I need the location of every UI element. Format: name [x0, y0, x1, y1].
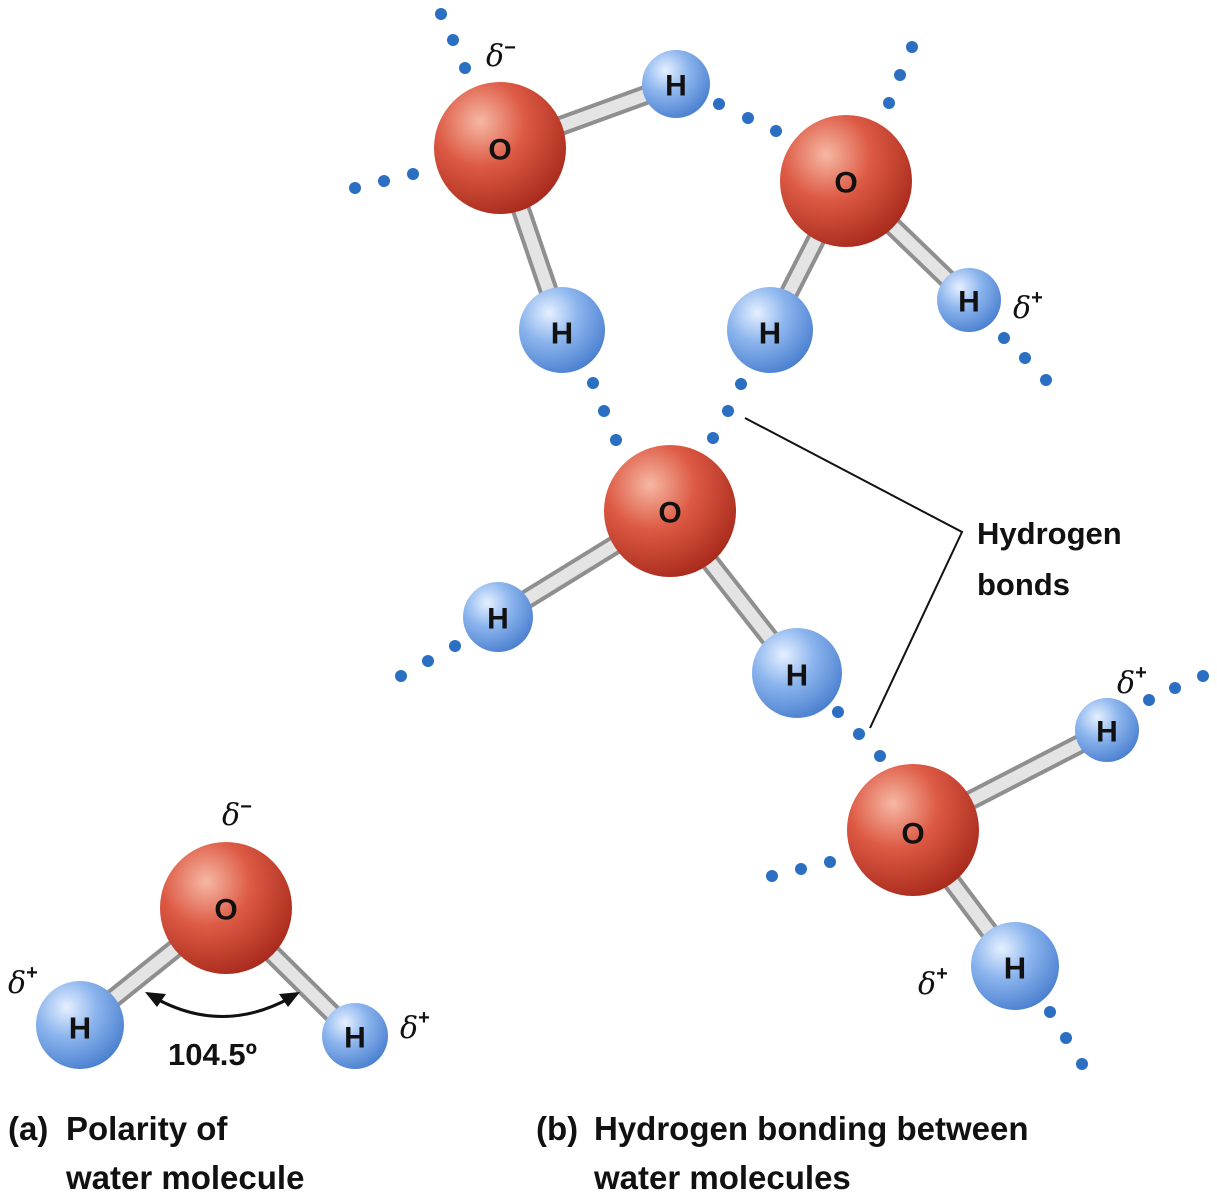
partial-positive-charge: δ+: [1117, 662, 1147, 701]
hydrogen-atom: [322, 1003, 388, 1069]
caption-a-line2: water molecule: [65, 1159, 304, 1196]
caption-a-tag: (a): [8, 1110, 48, 1147]
hydrogen-atom: [1075, 698, 1139, 762]
caption-a-line1: Polarity of: [66, 1110, 228, 1147]
oxygen-atom: [604, 445, 736, 577]
hydrogen-label: H: [958, 286, 980, 319]
hydrogen-atom: [727, 287, 813, 373]
hydrogen-bonds-label-line1: Hydrogen: [977, 516, 1122, 551]
partial-positive-charge: δ+: [8, 962, 38, 1001]
caption-b-line2: water molecules: [593, 1159, 851, 1196]
partial-positive-charge: δ+: [1013, 287, 1043, 326]
partial-positive-charge: δ+: [400, 1007, 430, 1046]
hydrogen-bonds-callout-lines: [744, 417, 964, 729]
oxygen-atom: [780, 115, 912, 247]
oxygen-label: O: [214, 894, 237, 927]
hydrogen-label: H: [69, 1011, 91, 1046]
caption-b: (b) Hydrogen bonding between water molec…: [536, 1110, 1029, 1196]
partial-positive-charge: δ+: [918, 963, 948, 1002]
oxygen-label: O: [834, 167, 857, 200]
hydrogen-label: H: [551, 316, 573, 351]
hydrogen-label: H: [759, 316, 781, 351]
oxygen-label: O: [658, 497, 681, 530]
hydrogen-atom: [519, 287, 605, 373]
oxygen-atom: [434, 82, 566, 214]
hydrogen-atom: [971, 922, 1059, 1010]
oxygen-atom: [160, 842, 292, 974]
bond-angle-label: 104.5º: [168, 1037, 257, 1072]
hydrogen-label: H: [665, 70, 687, 103]
caption-a: (a) Polarity of water molecule: [8, 1110, 304, 1196]
hydrogen-atom: [463, 582, 533, 652]
oxygen-label: O: [488, 134, 511, 167]
hydrogen-label: H: [1004, 951, 1026, 986]
oxygen-atom: [847, 764, 979, 896]
bond-angle-arrow: [145, 992, 300, 1018]
hydrogen-atom: [937, 268, 1001, 332]
partial-charges: δ− δ+ δ+ δ+ δ− δ+ δ+: [8, 37, 1147, 1046]
hydrogen-label: H: [344, 1022, 366, 1055]
hydrogen-atom: [36, 981, 124, 1069]
hydrogen-bond-dots: [349, 8, 1209, 1070]
atom-labels: O H H O H H O H H O H H O H H: [69, 70, 1118, 1055]
caption-b-tag: (b): [536, 1110, 578, 1147]
partial-negative-charge: δ−: [486, 37, 516, 74]
oxygen-label: O: [901, 818, 924, 851]
atoms: [36, 50, 1139, 1069]
hydrogen-label: H: [1096, 716, 1118, 749]
hydrogen-atom: [642, 50, 710, 118]
caption-b-line1: Hydrogen bonding between: [594, 1110, 1029, 1147]
hydrogen-label: H: [786, 658, 808, 693]
hydrogen-bonds-label-line2: bonds: [977, 567, 1070, 602]
partial-negative-charge: δ−: [222, 796, 252, 833]
hydrogen-label: H: [487, 603, 509, 636]
hydrogen-atom: [752, 628, 842, 718]
